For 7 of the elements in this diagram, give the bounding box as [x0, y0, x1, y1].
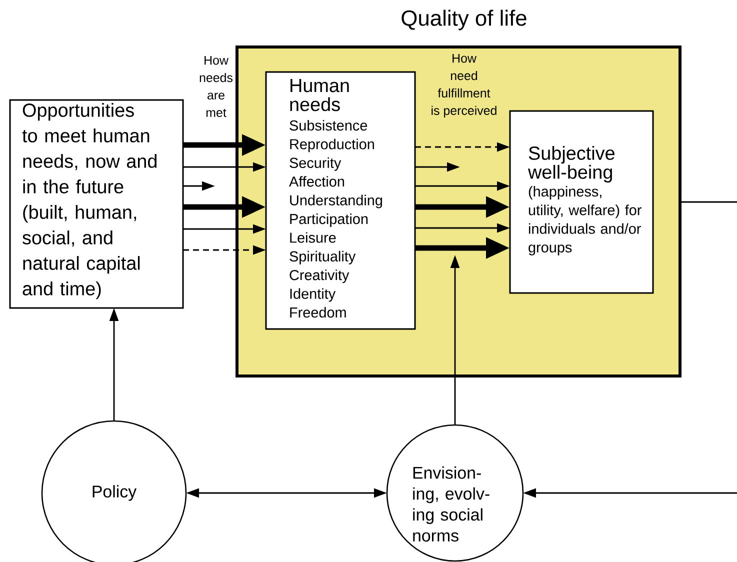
- connector-line: [680, 201, 737, 203]
- well-being-box: Subjective well-being (happiness, utility, welfare) for individuals and/or groups: [509, 110, 654, 294]
- annotation-text: How need fulfillment is perceived: [432, 54, 496, 118]
- opportunities-box: Opportunities to meet human needs, now and in the future (built, human, social, and natural capital and time): [9, 99, 184, 309]
- annotation-text: How needs are met: [200, 56, 233, 117]
- needs-box: Human needs Subsistence Reproduction Security Affection Understanding Participation Leisure Spirituality Creativity Identity Freedom: [265, 71, 416, 330]
- panel-title: Quality of life: [402, 10, 526, 30]
